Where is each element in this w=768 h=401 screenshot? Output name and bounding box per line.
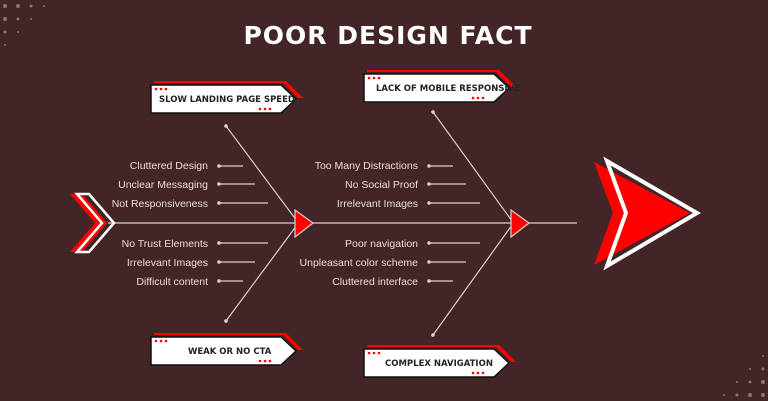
category-label-mobile: LACK OF MOBILE RESPONSIVE <box>363 70 520 103</box>
category-label-weak-cta: WEAK OR NO CTA <box>150 333 303 366</box>
cause-text: Unclear Messaging <box>118 179 208 191</box>
cause-text: Unpleasant color scheme <box>300 257 419 269</box>
cause-text: Cluttered Design <box>130 160 208 172</box>
cause-text: Difficult content <box>136 276 208 288</box>
cause-arrows <box>217 164 480 283</box>
cause-text: Too Many Distractions <box>315 160 418 172</box>
cause-text: No Trust Elements <box>122 238 208 250</box>
category-label-slow-landing: SLOW LANDING PAGE SPEED <box>150 81 303 114</box>
category-label-text: SLOW LANDING PAGE SPEED <box>159 95 295 105</box>
category-label-text: COMPLEX NAVIGATION <box>385 359 493 369</box>
category-label-navigation: COMPLEX NAVIGATION <box>363 345 516 378</box>
dot-pattern-top-left <box>3 4 45 46</box>
bone-weak-cta <box>224 224 298 323</box>
cause-text: Irrelevant Images <box>127 257 208 269</box>
cause-text: No Social Proof <box>345 179 418 191</box>
category-label-text: WEAK OR NO CTA <box>188 347 272 357</box>
cause-text: Poor navigation <box>345 238 418 250</box>
bone-mobile <box>431 110 513 222</box>
category-label-text: LACK OF MOBILE RESPONSIVE <box>376 84 520 94</box>
head-arrow-icon <box>594 156 701 271</box>
bone-slow-landing <box>224 124 298 222</box>
cause-text: Not Responsiveness <box>112 198 208 210</box>
page-title: POOR DESIGN FACT <box>243 21 532 50</box>
node-triangle-icon <box>510 208 531 239</box>
dot-pattern-bottom-right <box>723 355 765 397</box>
node-triangle-icon <box>294 208 315 239</box>
tail-chevron-icon <box>70 192 116 254</box>
cause-text: Cluttered interface <box>332 276 418 288</box>
bone-navigation <box>431 224 513 337</box>
cause-text: Irrelevant Images <box>337 198 418 210</box>
